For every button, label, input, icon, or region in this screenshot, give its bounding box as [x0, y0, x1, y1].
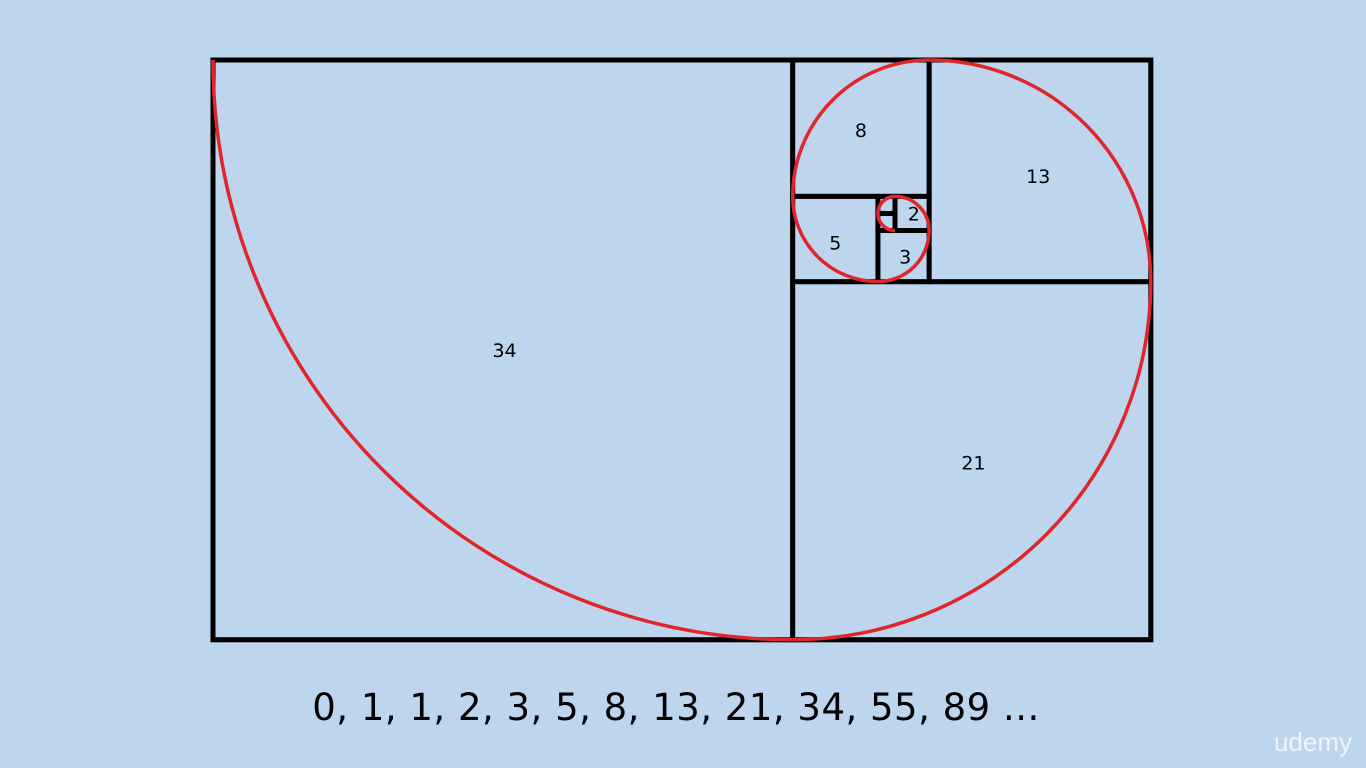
- udemy-watermark: udemy: [1273, 727, 1352, 757]
- spiral-arc-segment: [790, 196, 878, 284]
- square-label-5: 5: [829, 233, 841, 255]
- spiral-arc-segment: [876, 194, 896, 214]
- spiral-arc-segment: [211, 59, 793, 642]
- square-label-34: 34: [492, 340, 516, 362]
- fibonacci-sequence-caption: 0, 1, 1, 2, 3, 5, 8, 13, 21, 34, 55, 89 …: [312, 686, 1040, 729]
- spiral-arc-segment: [929, 58, 1153, 282]
- square-34: [210, 57, 796, 643]
- square-label-3: 3: [899, 246, 911, 268]
- spiral-arc-segment: [894, 194, 931, 231]
- spiral-arc-segment: [876, 213, 896, 233]
- spiral-arc-segment: [792, 281, 1153, 642]
- square-label-21: 21: [961, 453, 985, 475]
- square-label-2: 2: [908, 204, 920, 226]
- square-13: [926, 57, 1154, 285]
- square-label-13: 13: [1026, 166, 1050, 188]
- square-label-8: 8: [855, 120, 867, 142]
- spiral-arc-segment: [790, 58, 930, 197]
- spiral-arc-segment: [877, 230, 931, 284]
